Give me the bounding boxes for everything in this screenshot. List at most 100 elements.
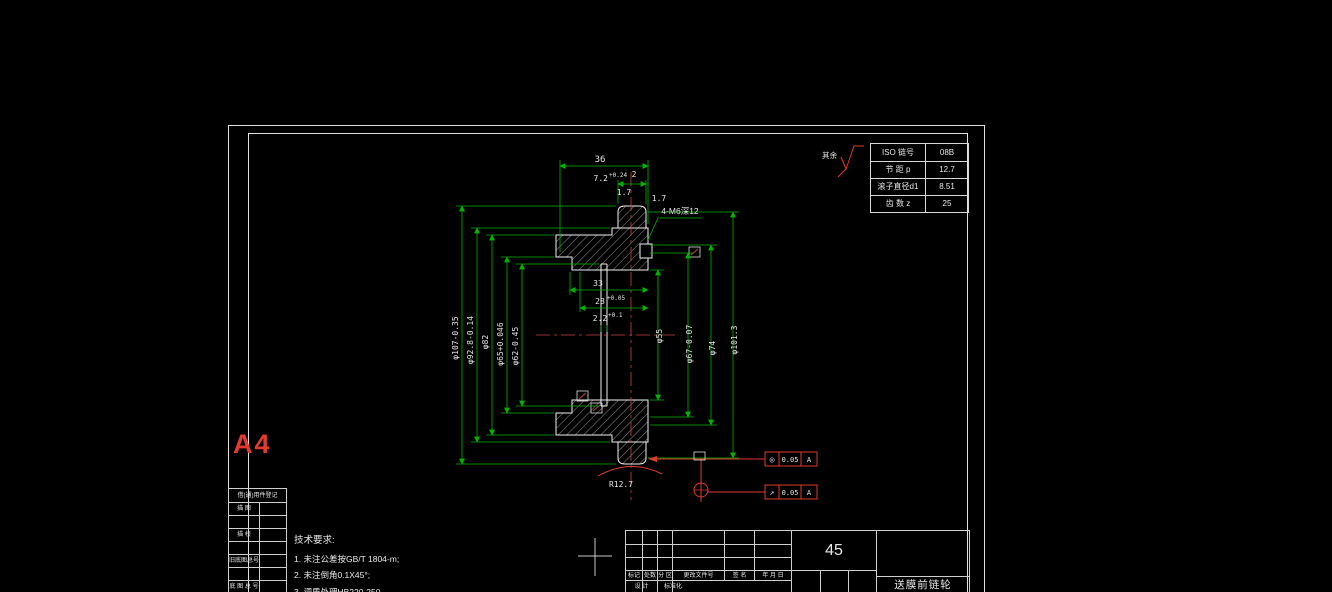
dim-72: 7.2 bbox=[594, 174, 609, 183]
col-date: 年 月 日 bbox=[754, 571, 791, 580]
table-row: 借(通)用件登记 bbox=[229, 489, 286, 502]
margin-row-label bbox=[229, 516, 259, 528]
dim-d82: φ82 bbox=[481, 335, 490, 350]
margin-row-value bbox=[259, 529, 286, 541]
dim-d74: φ74 bbox=[708, 341, 717, 356]
symbol-box-2 bbox=[590, 402, 603, 414]
dim-d67: φ67-0.07 bbox=[685, 325, 694, 364]
margin-row-label bbox=[229, 568, 259, 580]
table-row: ISO 链号 08B bbox=[871, 144, 968, 161]
margin-row-value bbox=[259, 516, 286, 528]
dimension-lines bbox=[456, 160, 739, 465]
col-doc: 更改文件号 bbox=[672, 571, 724, 580]
margin-row-label bbox=[229, 542, 259, 554]
table-row bbox=[626, 557, 791, 570]
table-row bbox=[626, 544, 791, 557]
symbol-box-1 bbox=[576, 390, 589, 402]
title-block: 标记 处数 分 区 更改文件号 签 名 年 月 日 设 计 标准化 45 送膜前… bbox=[625, 530, 970, 592]
gtol1-value: 0.05 bbox=[782, 456, 799, 464]
revision-header-row: 标记 处数 分 区 更改文件号 签 名 年 月 日 bbox=[626, 570, 791, 580]
gtol2-symbol: ↗ bbox=[770, 488, 775, 497]
dim-17b: 1.7 bbox=[652, 194, 667, 203]
symbol-box-3 bbox=[688, 246, 701, 258]
revision-area: 标记 处数 分 区 更改文件号 签 名 年 月 日 设 计 标准化 bbox=[626, 531, 791, 592]
technical-requirements: 技术要求: 1. 未注公差按GB/T 1804-m; 2. 未注倒角0.1X45… bbox=[294, 533, 399, 592]
table-row bbox=[626, 531, 791, 544]
table-row: 底 图 总 号 bbox=[229, 580, 286, 592]
col-count: 处数 bbox=[642, 571, 656, 580]
margin-row-value bbox=[259, 555, 286, 567]
chain-param-value: 8.51 bbox=[925, 179, 968, 195]
dim-d55: φ55 bbox=[655, 329, 664, 344]
margin-row-label: 描 校 bbox=[237, 532, 251, 538]
chain-param-value: 08B bbox=[925, 144, 968, 161]
company-cell bbox=[877, 531, 969, 576]
margin-row-label: 旧底图总号 bbox=[229, 558, 259, 564]
center-cross-mark bbox=[578, 538, 612, 576]
chain-param-label: 齿 数 z bbox=[885, 199, 911, 208]
table-row: 滚子直径d1 8.51 bbox=[871, 178, 968, 195]
gtol2-value: 0.05 bbox=[782, 489, 799, 497]
centerlines bbox=[536, 172, 676, 500]
material-area: 45 bbox=[791, 531, 876, 592]
col-sign: 签 名 bbox=[724, 571, 754, 580]
dim-22-tol: +0.1 bbox=[608, 312, 623, 319]
gtol2-datum: A bbox=[807, 489, 812, 497]
margin-auxiliary-table: 借(通)用件登记 描 图 描 校 旧底图总号 底 图 总 号 bbox=[228, 488, 287, 592]
table-row bbox=[229, 541, 286, 554]
table-row: 节 距 p 12.7 bbox=[871, 161, 968, 178]
techreq-item: 1. 未注公差按GB/T 1804-m; bbox=[294, 553, 400, 564]
chain-param-value: 12.7 bbox=[925, 162, 968, 178]
symbol-box-marks bbox=[578, 248, 699, 412]
dim-36: 36 bbox=[595, 155, 606, 165]
dim-chamfer2: 2 bbox=[632, 170, 637, 179]
col-mark: 标记 bbox=[627, 572, 640, 579]
drawing-frame bbox=[228, 125, 985, 592]
dim-33: 33 bbox=[593, 279, 603, 288]
margin-row-value bbox=[259, 542, 286, 554]
row-design: 设 计 bbox=[634, 584, 649, 590]
margin-row-label: 底 图 总 号 bbox=[229, 584, 259, 590]
chain-param-label: 滚子直径d1 bbox=[877, 182, 919, 191]
dim-d1013: φ101.3 bbox=[730, 325, 739, 354]
techreq-title: 技术要求: bbox=[294, 535, 335, 546]
chain-parameter-table: ISO 链号 08B 节 距 p 12.7 滚子直径d1 8.51 齿 数 z … bbox=[870, 143, 969, 213]
table-row: 描 校 bbox=[229, 528, 286, 541]
dim-22: 2.2 bbox=[593, 314, 608, 323]
gtol-texts: ◎ 0.05 A ↗ 0.05 A bbox=[770, 455, 812, 497]
thread-note: 4-M6深12 bbox=[661, 206, 699, 216]
dim-d65: φ65+0.046 bbox=[496, 322, 505, 366]
dimension-labels: 36 7.2 +0.24 2 1.7 1.7 4-M6深12 φ107-0.35… bbox=[451, 150, 837, 489]
margin-row-value bbox=[259, 568, 286, 580]
red-annotations bbox=[597, 145, 864, 502]
dim-r127: R12.7 bbox=[609, 480, 633, 489]
m6-hole bbox=[639, 243, 653, 259]
chain-param-label: 节 距 p bbox=[885, 165, 911, 174]
table-row bbox=[229, 567, 286, 580]
chain-param-value: 25 bbox=[925, 196, 968, 212]
name-area: 送膜前链轮 bbox=[876, 531, 969, 592]
margin-row-value bbox=[259, 581, 286, 592]
techreq-item: 2. 未注倒角0.1X45°; bbox=[294, 570, 371, 580]
part-name: 送膜前链轮 bbox=[877, 576, 969, 592]
dim-d928: φ92.8-0.14 bbox=[466, 316, 475, 364]
dim-d62: φ62-0.45 bbox=[511, 327, 520, 366]
dim-28: 28 bbox=[595, 297, 605, 306]
table-row: 描 图 bbox=[229, 502, 286, 515]
sheet-format-label: A4 bbox=[233, 429, 272, 459]
table-row: 旧底图总号 bbox=[229, 554, 286, 567]
signature-row: 设 计 标准化 bbox=[626, 580, 791, 592]
techreq-item: 3. 调质处理HB220-250. bbox=[294, 586, 383, 592]
table-row bbox=[229, 515, 286, 528]
surface-rest-label: 其余 bbox=[822, 150, 837, 160]
material-label: 45 bbox=[825, 541, 843, 559]
dim-d107: φ107-0.35 bbox=[451, 316, 460, 360]
r127-arc bbox=[597, 465, 663, 477]
gtol-frame-1 bbox=[764, 451, 818, 467]
margin-row-value bbox=[259, 503, 286, 515]
table-row bbox=[792, 570, 876, 592]
table-row: 齿 数 z 25 bbox=[871, 195, 968, 212]
gtol-frame-2 bbox=[764, 484, 818, 500]
